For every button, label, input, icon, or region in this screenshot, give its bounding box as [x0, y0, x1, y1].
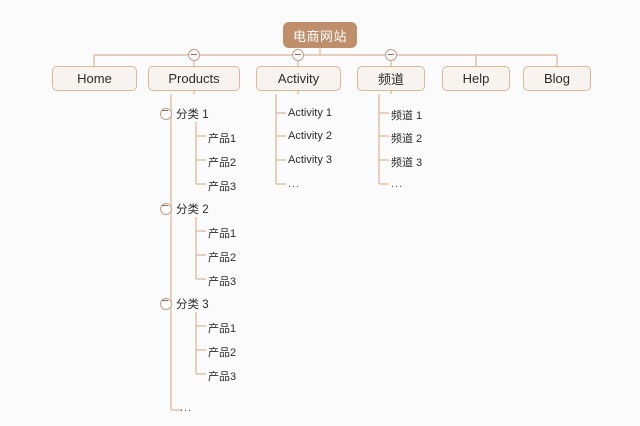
collapse-toggle-channel[interactable] — [385, 49, 397, 61]
leaf-category-2-product-1[interactable]: 产品1 — [208, 228, 237, 240]
node-blog[interactable]: Blog — [523, 66, 591, 91]
collapse-toggle-products[interactable] — [188, 49, 200, 61]
node-home-label: Home — [77, 71, 112, 86]
leaf-category-3-product-1[interactable]: 产品1 — [208, 323, 237, 335]
node-channel[interactable]: 频道 — [357, 66, 425, 91]
leaf-category-3-product-3[interactable]: 产品3 — [208, 371, 237, 383]
leaf-category-1-product-2[interactable]: 产品2 — [208, 157, 237, 169]
node-category-3-label: 分类 3 — [176, 299, 209, 311]
leaf-category-1-product-1[interactable]: 产品1 — [208, 133, 237, 145]
leaf-activity-2[interactable]: Activity 2 — [288, 130, 333, 142]
leaf-category-2-product-3[interactable]: 产品3 — [208, 276, 237, 288]
node-category-1[interactable]: 分类 1 — [160, 106, 209, 122]
node-activity-label: Activity — [277, 71, 320, 86]
node-home[interactable]: Home — [52, 66, 137, 91]
root-node[interactable]: 电商网站 — [283, 22, 357, 48]
collapse-toggle-category-3[interactable] — [160, 298, 172, 310]
node-channel-label: 频道 — [377, 72, 404, 87]
leaf-channel-1[interactable]: 频道 1 — [391, 110, 423, 122]
node-help[interactable]: Help — [442, 66, 510, 91]
node-products-label: Products — [168, 71, 220, 86]
node-blog-label: Blog — [543, 71, 571, 86]
node-category-1-label: 分类 1 — [176, 109, 209, 121]
collapse-toggle-category-2[interactable] — [160, 203, 172, 215]
node-category-2-label: 分类 2 — [176, 204, 209, 216]
leaf-channel-more[interactable]: ... — [391, 178, 404, 190]
leaf-activity-more[interactable]: ... — [288, 178, 301, 190]
node-category-3[interactable]: 分类 3 — [160, 296, 209, 312]
leaf-channel-2[interactable]: 频道 2 — [391, 133, 423, 145]
root-node-label: 电商网站 — [292, 28, 347, 44]
node-activity[interactable]: Activity — [256, 66, 341, 91]
leaf-category-1-product-3[interactable]: 产品3 — [208, 181, 237, 193]
node-category-2[interactable]: 分类 2 — [160, 201, 209, 217]
leaf-products-more[interactable]: ... — [180, 402, 193, 414]
leaf-category-2-product-2[interactable]: 产品2 — [208, 252, 237, 264]
node-products[interactable]: Products — [148, 66, 240, 91]
leaf-category-3-product-2[interactable]: 产品2 — [208, 347, 237, 359]
leaf-activity-3[interactable]: Activity 3 — [288, 154, 333, 166]
leaf-channel-3[interactable]: 频道 3 — [391, 157, 423, 169]
leaf-activity-1[interactable]: Activity 1 — [288, 107, 333, 119]
collapse-toggle-activity[interactable] — [292, 49, 304, 61]
collapse-toggle-category-1[interactable] — [160, 108, 172, 120]
node-help-label: Help — [462, 71, 490, 86]
